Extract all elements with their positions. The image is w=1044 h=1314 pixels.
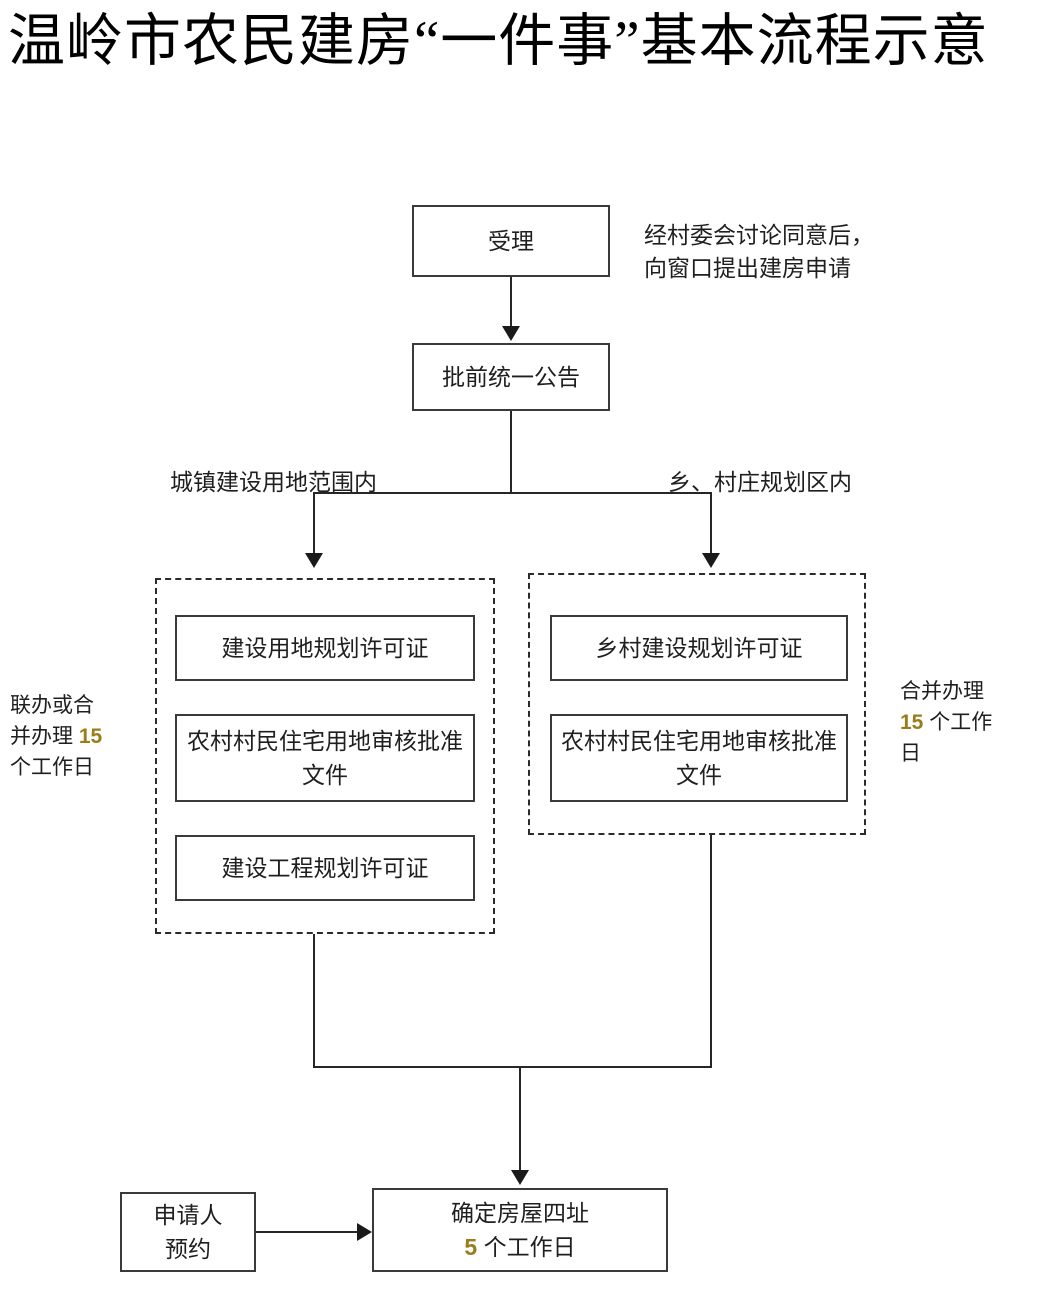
side-note-urban-post: 个工作日 (10, 756, 94, 779)
connector-applicant-to-confirm (256, 1231, 358, 1233)
group-urban-permits (155, 578, 495, 934)
node-applicant-appointment: 申请人 预约 (120, 1192, 256, 1272)
node-applicant-appointment-line1: 申请人 (153, 1202, 223, 1228)
node-applicant-appointment-line2: 预约 (165, 1236, 211, 1262)
node-pre-approval-notice: 批前统一公告 (412, 343, 610, 411)
node-land-use-planning-permit: 建设用地规划许可证 (175, 615, 475, 681)
node-pre-approval-notice-label: 批前统一公告 (442, 364, 580, 390)
acceptance-note: 经村委会讨论同意后， 向窗口提出建房申请 (644, 222, 874, 281)
arrow-left-branch (305, 553, 323, 568)
arrow-right-branch (702, 553, 720, 568)
connector-accept-to-notice (510, 277, 512, 328)
arrow-applicant-to-confirm (357, 1223, 372, 1241)
node-confirm-house-boundaries: 确定房屋四址 5 个工作日 (372, 1188, 668, 1272)
node-rural-housing-land-approval-left: 农村村民住宅用地审核批准文件 (175, 714, 475, 802)
side-note-urban-pre: 联办或合 并办理 (10, 694, 94, 748)
side-note-urban-number: 15 (78, 725, 103, 748)
node-construction-planning-permit: 建设工程规划许可证 (175, 835, 475, 901)
connector-right-branch (710, 492, 712, 555)
branch-label-urban: 城镇建设用地范围内 (170, 469, 377, 495)
side-note-rural-number: 15 (900, 711, 924, 734)
node-acceptance: 受理 (412, 205, 610, 277)
connector-merge-down (519, 1066, 521, 1171)
connector-left-branch (313, 492, 315, 555)
node-construction-planning-permit-label: 建设工程规划许可证 (221, 855, 429, 881)
connector-left-group-down (313, 934, 315, 1067)
connector-notice-trunk (510, 411, 512, 493)
arrow-accept-to-notice (502, 326, 520, 341)
connector-right-group-down (710, 835, 712, 1067)
node-confirm-house-boundaries-line2: 5 个工作日 (464, 1230, 575, 1264)
branch-label-rural: 乡、村庄规划区内 (668, 469, 852, 495)
side-note-rural-duration: 合并办理 15 个工作 日 (900, 676, 1040, 769)
side-note-rural-post: 个工作 日 (900, 711, 993, 765)
node-land-use-planning-permit-label: 建设用地规划许可证 (221, 635, 429, 661)
confirm-days-number: 5 (464, 1234, 478, 1260)
group-rural-permits (528, 573, 866, 835)
connector-merge-horizontal (313, 1066, 712, 1068)
side-note-rural-pre: 合并办理 (900, 680, 984, 703)
side-note-urban-duration: 联办或合 并办理 15 个工作日 (10, 690, 150, 783)
node-village-construction-planning-permit-label: 乡村建设规划许可证 (595, 635, 803, 661)
node-rural-housing-land-approval-right-label: 农村村民住宅用地审核批准文件 (561, 728, 837, 788)
connector-split-horizontal (313, 492, 712, 494)
node-confirm-house-boundaries-line1: 确定房屋四址 (451, 1200, 589, 1226)
confirm-days-suffix: 个工作日 (477, 1234, 576, 1260)
page-title: 温岭市农民建房“一件事”基本流程示意 (8, 10, 989, 73)
node-rural-housing-land-approval-left-label: 农村村民住宅用地审核批准文件 (187, 728, 463, 788)
node-village-construction-planning-permit: 乡村建设规划许可证 (550, 615, 848, 681)
node-acceptance-label: 受理 (488, 228, 534, 254)
node-rural-housing-land-approval-right: 农村村民住宅用地审核批准文件 (550, 714, 848, 802)
arrow-merge-to-confirm (511, 1170, 529, 1185)
